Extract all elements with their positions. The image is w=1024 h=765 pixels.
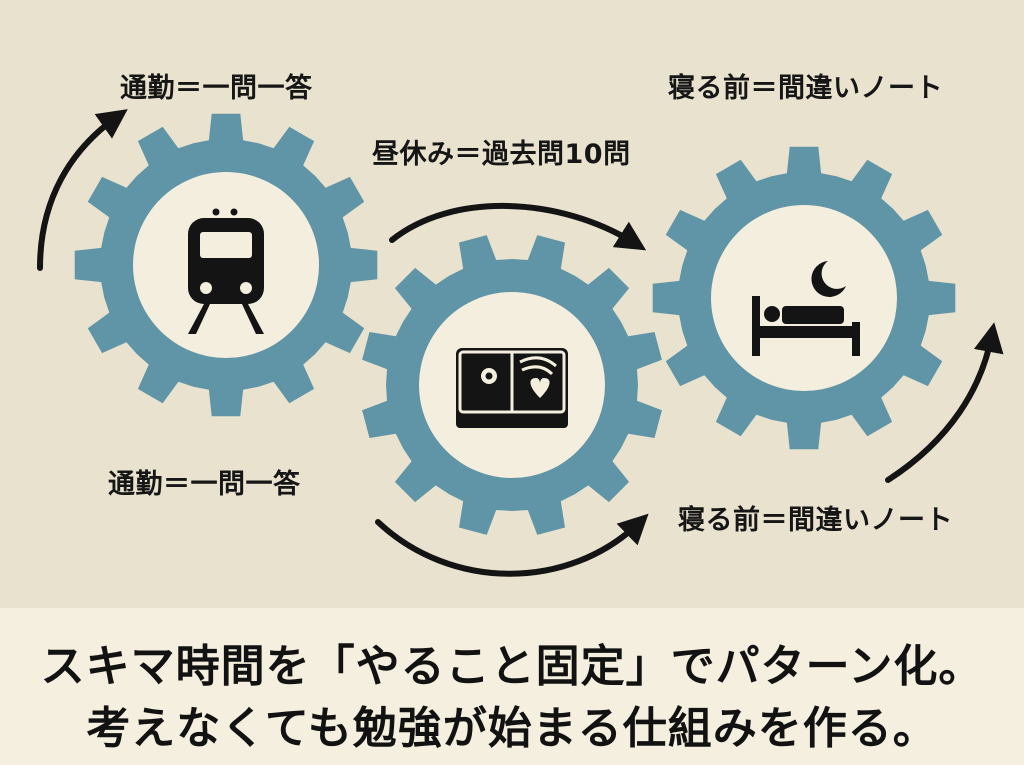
caption-line-1: スキマ時間を「やること固定」でパターン化。 bbox=[40, 641, 984, 692]
arrow-up-left bbox=[37, 109, 128, 271]
gear-commute bbox=[74, 113, 378, 417]
label-commute-bottom: 通勤＝一問一答 bbox=[108, 469, 301, 500]
label-lunch: 昼休み＝過去問10問 bbox=[372, 139, 631, 170]
sleeping-bed-moon-icon bbox=[752, 261, 860, 356]
label-commute-top: 通勤＝一問一答 bbox=[120, 73, 313, 104]
diagram-canvas bbox=[37, 109, 1004, 577]
caption-line-2: 考えなくても勉強が始まる仕組みを作る。 bbox=[86, 703, 938, 754]
label-bedtime-bottom: 寝る前＝間違いノート bbox=[678, 505, 953, 536]
caption-band: スキマ時間を「やること固定」でパターン化。 考えなくても勉強が始まる仕組みを作る… bbox=[0, 608, 1024, 765]
arrow-up-right bbox=[885, 322, 1004, 483]
gear-lunch bbox=[362, 235, 662, 535]
arrow-gear1-to-gear3 bbox=[389, 202, 647, 251]
arrow-bottom-curve bbox=[375, 513, 649, 577]
label-bedtime-top: 寝る前＝間違いノート bbox=[668, 73, 943, 104]
bento-box-icon bbox=[456, 348, 568, 428]
gear-bedtime-center bbox=[711, 205, 897, 391]
gear-bedtime bbox=[652, 146, 956, 450]
train-icon bbox=[188, 208, 264, 334]
